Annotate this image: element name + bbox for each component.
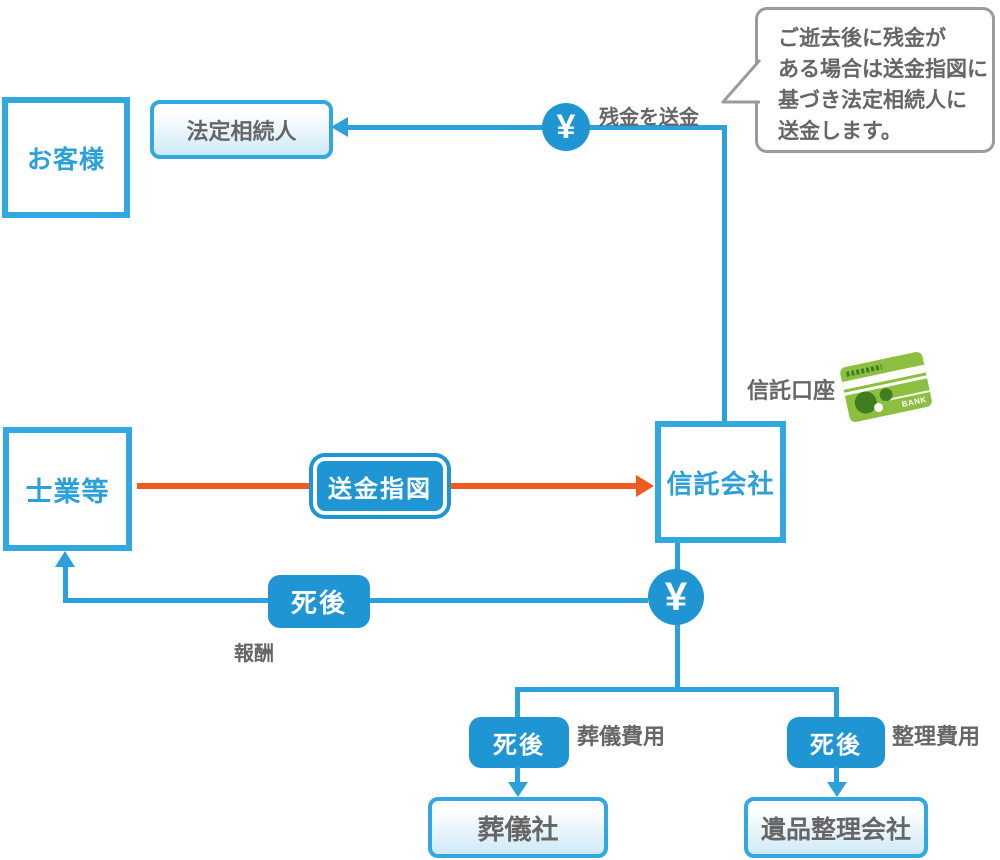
distribution-branch-line [515, 687, 839, 692]
bank-card-icon: BANK [839, 350, 933, 424]
reward-label: 報酬 [234, 643, 274, 665]
after-death-badge-funeral: 死後 [469, 717, 569, 768]
trust-account-label: 信託口座 [747, 378, 836, 403]
cleanup-arrow-stem [834, 766, 839, 786]
send-balance-line [346, 125, 727, 130]
yen-glyph: ¥ [556, 107, 576, 146]
node-funeral-home-label: 葬儀社 [477, 815, 559, 845]
after-death-badge-reward: 死後 [268, 575, 370, 628]
yen-coin-icon-top: ¥ [542, 103, 590, 151]
arrow-down-icon [827, 782, 847, 797]
trust-account-line [722, 125, 727, 421]
node-funeral-home: 葬儀社 [428, 797, 608, 858]
node-professionals: 士業等 [3, 427, 132, 551]
funeral-costs-label: 葬儀費用 [577, 724, 666, 749]
node-professionals-label: 士業等 [25, 476, 110, 507]
remittance-instruction-badge: 送金指図 [313, 457, 447, 515]
yen-glyph: ¥ [664, 574, 688, 619]
node-customer-label: お客様 [26, 145, 105, 174]
branch-right-drop [834, 687, 839, 720]
callout-line: ご逝去後に残金が [778, 27, 946, 50]
card-circle [852, 389, 879, 416]
node-customer: お客様 [2, 97, 130, 218]
callout-line: 基づき法定相続人に [778, 89, 967, 112]
yen-coin-icon-bottom: ¥ [648, 569, 704, 625]
cleanup-costs-label: 整理費用 [892, 724, 981, 749]
after-death-badge-cleanup: 死後 [787, 717, 885, 768]
node-trust-company-label: 信託会社 [666, 468, 775, 499]
callout-line: 送金します。 [778, 120, 902, 143]
reward-line-corner [63, 562, 68, 603]
node-estate-cleanup: 遺品整理会社 [744, 797, 928, 858]
node-legal-heir-label: 法定相続人 [186, 118, 297, 144]
after-death-label: 死後 [290, 588, 347, 618]
arrow-up-icon [55, 551, 75, 567]
card-circle [873, 402, 884, 413]
callout-line: ある場合は送金指図に [778, 58, 988, 81]
callout-tail-icon [721, 59, 761, 104]
after-death-label: 死後 [810, 732, 862, 759]
node-trust-company: 信託会社 [655, 421, 786, 543]
node-estate-cleanup-label: 遺品整理会社 [760, 815, 911, 844]
after-death-label: 死後 [493, 732, 545, 759]
callout-bubble: ご逝去後に残金が ある場合は送金指図に 基づき法定相続人に 送金します。 [721, 7, 995, 153]
arrow-left-icon [331, 117, 348, 137]
arrow-right-icon [636, 475, 654, 497]
arrow-down-icon [508, 782, 528, 797]
node-legal-heir: 法定相続人 [150, 100, 333, 159]
branch-left-drop [515, 687, 520, 720]
remittance-instruction-label: 送金指図 [328, 475, 432, 503]
send-balance-label: 残金を送金 [599, 107, 699, 129]
funeral-arrow-stem [515, 766, 520, 786]
